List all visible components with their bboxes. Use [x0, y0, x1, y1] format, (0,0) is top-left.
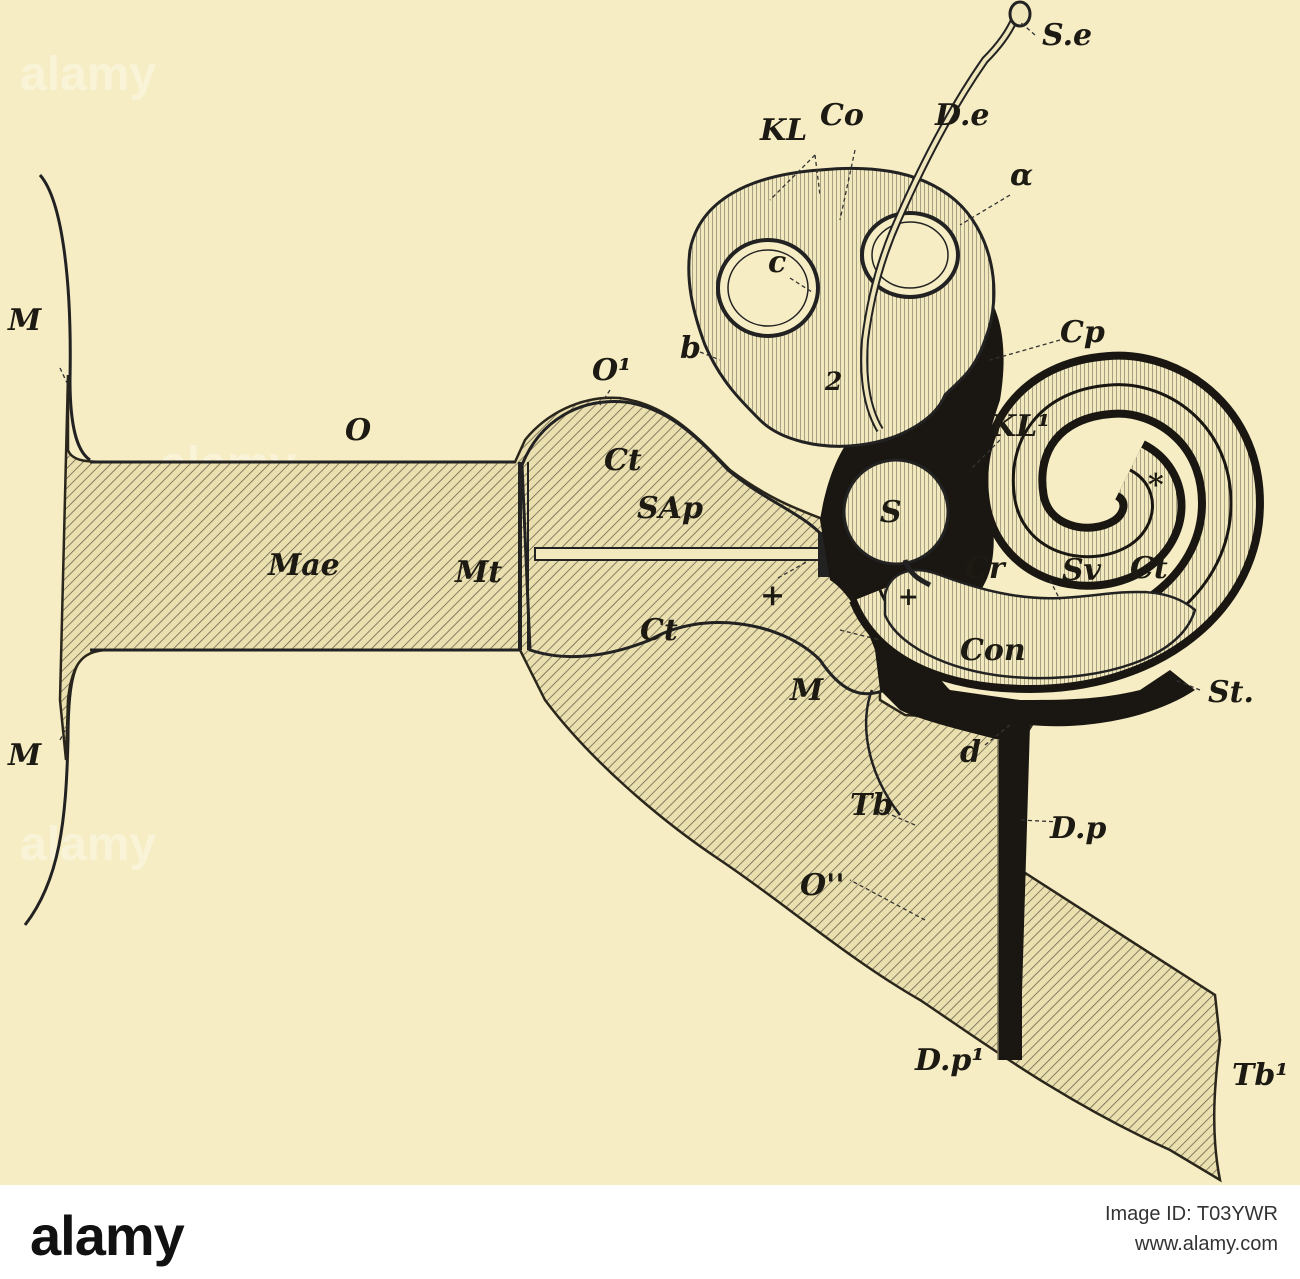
label-ct-cochlea: Ct	[1130, 551, 1168, 586]
cochlear-duct	[883, 568, 1197, 680]
label-star: *	[1148, 468, 1164, 503]
label-kl: KL	[759, 113, 807, 148]
label-d: d	[960, 735, 981, 770]
label-b: b	[680, 331, 701, 366]
diagram-labels: S.e KL Co D.e α c Cp O¹ b 2 KL¹ O Ct SAp…	[7, 18, 1288, 1093]
endolymphatic-sac	[1008, 0, 1032, 28]
label-dp1: D.p¹	[914, 1043, 985, 1078]
label-st: St.	[1208, 675, 1254, 710]
label-ct-upper: Ct	[604, 443, 642, 478]
ossicle-rod	[534, 547, 821, 561]
watermark-text: alamy	[20, 818, 156, 871]
label-kl1: KL¹	[989, 409, 1050, 444]
label-plus-left: +	[760, 578, 785, 613]
label-sv: Sv	[1062, 553, 1102, 588]
label-m-bottom: M	[7, 738, 42, 773]
label-mt: Mt	[454, 555, 502, 590]
semicircular-canal-left	[716, 238, 820, 338]
watermark-text: alamy	[20, 48, 156, 101]
label-c: c	[768, 245, 786, 280]
alamy-logo: alamy	[30, 1204, 185, 1267]
label-two: 2	[824, 367, 842, 396]
label-cr: Cr	[965, 551, 1007, 586]
semicircular-canal-right	[860, 211, 960, 299]
label-plus-right: +	[898, 582, 919, 611]
label-s: S	[880, 495, 902, 530]
footer-bar: alamy Image ID: T03YWR www.alamy.com	[0, 1185, 1300, 1279]
label-sap: SAp	[637, 491, 703, 526]
label-m-top: M	[7, 303, 42, 338]
label-ct-lower: Ct	[640, 613, 678, 648]
ear-diagram: alamy alamy alamy alamy alamy	[7, 0, 1288, 1183]
label-o2: O''	[800, 868, 845, 903]
ear-anatomy-figure: alamy alamy alamy alamy alamy	[7, 0, 1289, 1183]
label-co: Co	[820, 98, 864, 133]
image-id: Image ID: T03YWR	[1104, 1203, 1278, 1225]
label-de: D.e	[934, 98, 989, 133]
label-o1: O¹	[592, 353, 631, 388]
label-dp: D.p	[1049, 811, 1106, 846]
label-con: Con	[960, 633, 1026, 668]
label-tb1: Tb¹	[1232, 1058, 1288, 1093]
label-o: O	[345, 413, 371, 448]
leader-lines	[59, 21, 1201, 921]
label-alpha: α	[1010, 158, 1033, 193]
label-tb: Tb	[850, 788, 893, 823]
temporal-bone	[58, 374, 1222, 1183]
footer-info: Image ID: T03YWR www.alamy.com	[1105, 1199, 1278, 1259]
saccule	[842, 458, 950, 566]
tube-outline	[864, 689, 901, 816]
label-mae: Mae	[267, 548, 340, 583]
label-cp: Cp	[1060, 315, 1105, 350]
label-se: S.e	[1042, 18, 1092, 53]
label-m-center: M	[789, 673, 824, 708]
site-url: www.alamy.com	[1135, 1233, 1278, 1255]
